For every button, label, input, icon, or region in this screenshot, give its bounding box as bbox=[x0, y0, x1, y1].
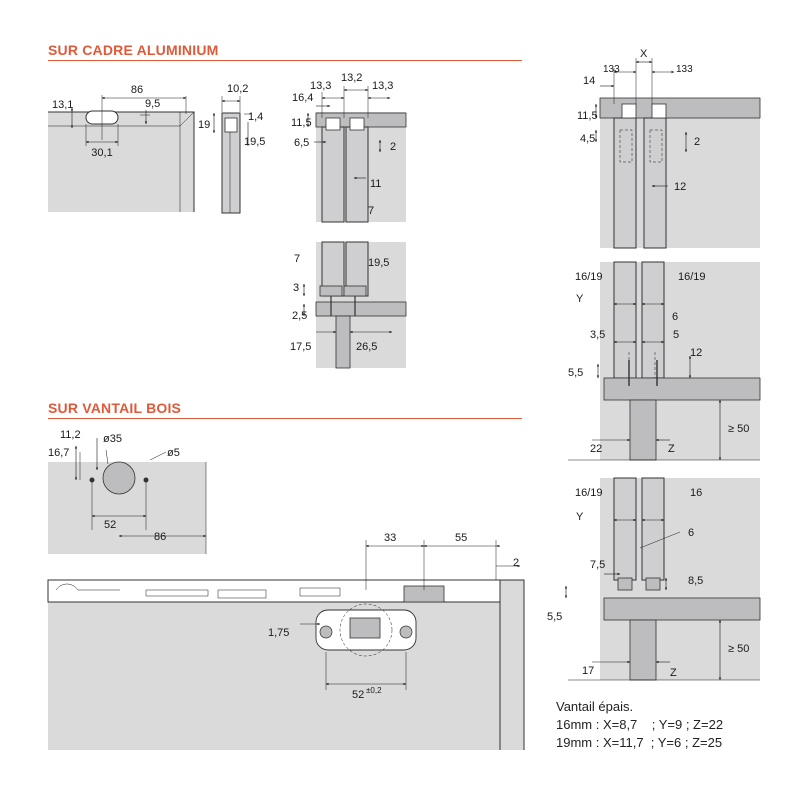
wood-bottom-guide-16-section bbox=[568, 261, 761, 461]
aluminium-bottom-guide-section bbox=[302, 241, 407, 369]
dim-f-z: Z bbox=[670, 667, 677, 679]
dim-c-17-5: 17,5 bbox=[290, 341, 311, 353]
dim-a-9-5: 9,5 bbox=[145, 98, 160, 110]
dim-e-5-5: 5,5 bbox=[568, 367, 583, 379]
dim-f-7-5: 7,5 bbox=[590, 559, 605, 571]
dim-f-17: 17 bbox=[582, 665, 594, 677]
wood-panel-hole-view bbox=[48, 438, 207, 554]
dim-h-1-75: 1,75 bbox=[268, 627, 289, 639]
dim-e-12: 12 bbox=[690, 347, 702, 359]
footnote-title: Vantail épais. bbox=[556, 699, 634, 714]
dim-f-ge50: ≥ 50 bbox=[728, 643, 749, 655]
dim-c-3: 3 bbox=[293, 282, 299, 294]
dim-f-16: 16 bbox=[690, 487, 702, 499]
dim-e-22: 22 bbox=[590, 443, 602, 455]
dim-h-tolerance: ±0,2 bbox=[366, 686, 382, 695]
footnote-19mm: 19mm : X=11,7 ; Y=6 ; Z=25 bbox=[556, 735, 723, 750]
dim-d-14: 14 bbox=[583, 75, 595, 87]
dim-a-10-2: 10,2 bbox=[227, 83, 248, 95]
dim-d-11-5: 11,5 bbox=[577, 110, 598, 122]
dim-c-2-5: 2,5 bbox=[292, 310, 307, 322]
section-title-wood: SUR VANTAIL BOIS bbox=[48, 400, 182, 416]
wood-bottom-guide-19-section bbox=[564, 477, 761, 681]
dim-g-16-7: 16,7 bbox=[48, 447, 69, 459]
wood-top-track-section bbox=[594, 58, 761, 249]
dim-b-11-5: 11,5 bbox=[291, 117, 312, 129]
dim-c-26-5: 26,5 bbox=[356, 341, 377, 353]
dim-h-2: 2 bbox=[513, 557, 519, 569]
dim-e-16-19-left: 16/19 bbox=[575, 271, 603, 283]
footnote-16mm: 16mm : X=8,7 ; Y=9 ; Z=22 bbox=[556, 717, 724, 732]
dim-b-13-2: 13,2 bbox=[341, 72, 362, 84]
aluminium-top-track-section bbox=[306, 86, 407, 223]
section-rule-wood bbox=[48, 418, 522, 419]
dim-b-13-3-right: 13,3 bbox=[372, 80, 393, 92]
dim-h-55: 55 bbox=[455, 532, 467, 544]
dim-b-6-5: 6,5 bbox=[294, 137, 309, 149]
dim-f-16-19: 16/19 bbox=[575, 487, 603, 499]
aluminium-profile-section bbox=[212, 96, 252, 214]
dim-d-12: 12 bbox=[674, 181, 686, 193]
dim-d-133-right: 133 bbox=[676, 64, 693, 75]
dim-e-5: 5 bbox=[673, 329, 679, 341]
dim-h-52: 52 bbox=[352, 689, 364, 701]
dim-g-86: 86 bbox=[154, 531, 166, 543]
dim-g-d5: ø5 bbox=[167, 447, 180, 459]
dim-f-5-5: 5,5 bbox=[547, 611, 562, 623]
section-rule-aluminium bbox=[48, 60, 522, 61]
dim-d-133-left: 133 bbox=[603, 64, 620, 75]
dim-e-z: Z bbox=[668, 443, 675, 455]
dim-g-52: 52 bbox=[104, 519, 116, 531]
dim-b-11: 11 bbox=[370, 178, 381, 190]
dim-b-7: 7 bbox=[368, 205, 374, 217]
dim-e-ge50: ≥ 50 bbox=[728, 423, 749, 435]
dim-a-13-1: 13,1 bbox=[52, 99, 73, 111]
dim-b-2: 2 bbox=[390, 141, 396, 153]
dim-e-y: Y bbox=[576, 293, 584, 305]
dim-d-4-5: 4,5 bbox=[580, 133, 595, 145]
dim-a-30-1: 30,1 bbox=[91, 147, 112, 159]
dim-d-2: 2 bbox=[694, 136, 700, 148]
dim-d-x: X bbox=[640, 48, 648, 60]
dim-b-13-3-left: 13,3 bbox=[310, 80, 331, 92]
aluminium-frame-front-view bbox=[48, 95, 195, 212]
dim-f-y: Y bbox=[576, 511, 584, 523]
dim-b-16-4: 16,4 bbox=[292, 92, 313, 104]
dim-f-6: 6 bbox=[688, 527, 694, 539]
dim-c-7: 7 bbox=[294, 253, 300, 265]
dim-a-19-5: 19,5 bbox=[244, 136, 265, 148]
dim-g-11-2: 11,2 bbox=[60, 429, 81, 441]
dim-g-d35: ø35 bbox=[103, 433, 122, 445]
dim-a-86: 86 bbox=[131, 84, 143, 96]
dim-e-16-19-right: 16/19 bbox=[678, 271, 706, 283]
dim-c-19-5: 19,5 bbox=[368, 257, 389, 269]
dim-h-33: 33 bbox=[384, 532, 396, 544]
dim-f-8-5: 8,5 bbox=[688, 575, 703, 587]
dim-a-19: 19 bbox=[198, 119, 210, 131]
section-title-aluminium: SUR CADRE ALUMINIUM bbox=[48, 42, 219, 58]
dim-e-3-5: 3,5 bbox=[590, 329, 605, 341]
dim-a-1-4: 1,4 bbox=[248, 111, 263, 123]
dim-e-6: 6 bbox=[672, 311, 678, 323]
wood-track-front-view bbox=[47, 540, 525, 750]
